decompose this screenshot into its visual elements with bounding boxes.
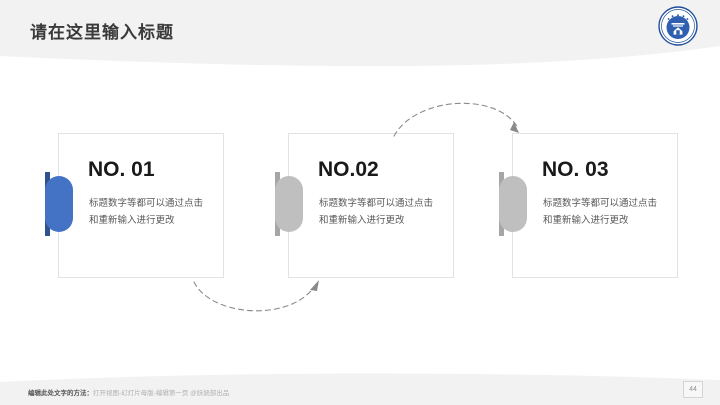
footer-band bbox=[0, 372, 720, 405]
card-heading-1: NO. 01 bbox=[88, 158, 155, 181]
card-body-1: 标题数字等都可以通过点击和重新输入进行更改 bbox=[89, 198, 204, 226]
card-half-circle-2 bbox=[275, 176, 303, 232]
header-band bbox=[0, 0, 720, 72]
page-number-badge: 44 bbox=[683, 381, 703, 398]
page-title: 请在这里输入标题 bbox=[30, 23, 174, 42]
footer-note-strong: 编辑此处文字的方法： bbox=[28, 390, 93, 397]
university-emblem-icon bbox=[658, 6, 698, 46]
info-card-3[interactable]: NO. 03 标题数字等都可以通过点击和重新输入进行更改 bbox=[499, 133, 678, 278]
card-heading-3: NO. 03 bbox=[542, 158, 609, 181]
footer-note: 编辑此处文字的方法：打开视图-幻灯片母版-编辑第一页 @妖娆部出品 bbox=[28, 387, 229, 397]
card-body-2: 标题数字等都可以通过点击和重新输入进行更改 bbox=[319, 198, 434, 226]
card-half-circle-3 bbox=[499, 176, 527, 232]
arrow-card1-to-card2 bbox=[190, 278, 330, 331]
footer-note-rest: 打开视图-幻灯片母版-编辑第一页 @妖娆部出品 bbox=[93, 390, 230, 397]
card-heading-2: NO.02 bbox=[318, 158, 379, 181]
info-card-1[interactable]: NO. 01 标题数字等都可以通过点击和重新输入进行更改 bbox=[45, 133, 224, 278]
info-card-2[interactable]: NO.02 标题数字等都可以通过点击和重新输入进行更改 bbox=[275, 133, 454, 278]
card-body-3: 标题数字等都可以通过点击和重新输入进行更改 bbox=[543, 198, 658, 226]
card-half-circle-1 bbox=[45, 176, 73, 232]
